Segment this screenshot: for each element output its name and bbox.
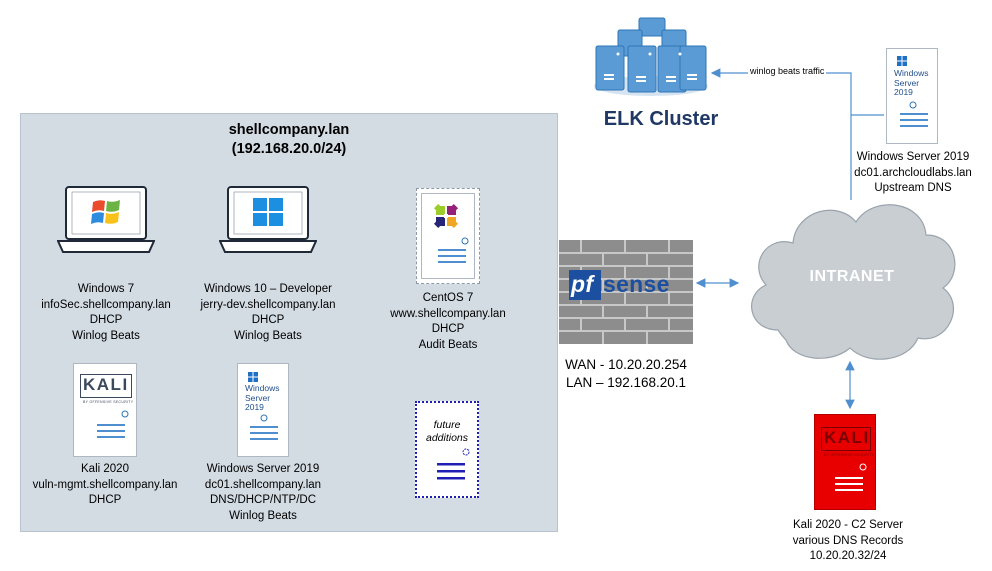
kali-internal-server-icon: KALI BY OFFENSIVE SECURITY: [73, 363, 137, 457]
vent-lines-icon: [438, 249, 466, 263]
centos-server-icon: [416, 188, 480, 284]
status-led-icon: [462, 448, 470, 456]
intranet-label: INTRANET: [809, 268, 895, 285]
vent-lines-icon: [835, 477, 863, 491]
pfsense-logo-prefix: pf: [571, 271, 594, 297]
kali-logo-box: [821, 427, 871, 451]
centos-logo-icon: [433, 203, 459, 229]
winlog-traffic-label: winlog beats traffic: [748, 66, 827, 76]
kali-logo-box: [80, 374, 132, 398]
kali-logo-subtext: BY OFFENSIVE SECURITY: [824, 453, 875, 457]
status-led-icon: [859, 463, 867, 471]
kali-logo-text: KALI: [824, 428, 870, 447]
vent-lines-icon: [97, 424, 125, 438]
laptop-win7-icon: [57, 186, 155, 253]
vent-lines-icon: [900, 113, 928, 127]
lan-subnet-title: (192.168.20.0/24): [231, 141, 347, 157]
pfsense-logo-word: sense: [603, 271, 670, 297]
kali-logo-subtext: BY OFFENSIVE SECURITY: [83, 400, 134, 404]
status-led-icon: [461, 237, 469, 245]
windows7-logo-icon: [91, 200, 120, 224]
elk-cluster-icon: [594, 17, 708, 96]
status-led-icon: [121, 410, 129, 418]
lan-domain-title: shellcompany.lan: [228, 122, 350, 138]
vent-lines-icon: [437, 463, 465, 480]
windows10-logo-icon: [253, 198, 283, 226]
kali-logo-text: KALI: [83, 375, 129, 394]
status-led-icon: [260, 414, 268, 422]
status-led-icon: [909, 101, 917, 109]
firewall-brick-icon: [559, 240, 693, 344]
windows-logo-icon: [248, 372, 258, 382]
elk-cluster-title: ELK Cluster: [603, 108, 719, 130]
firewall-ip-label: WAN - 10.20.20.254 LAN – 192.168.20.1: [565, 357, 687, 390]
windows-logo-icon: [897, 56, 907, 66]
intranet-cloud-icon: [751, 204, 956, 360]
upstream-dns-label: Windows Server 2019 dc01.archcloudlabs.l…: [854, 151, 972, 194]
laptop-win10-icon: [219, 186, 317, 253]
c2-server-icon: KALI BY OFFENSIVE SECURITY: [814, 414, 876, 510]
vent-lines-icon: [250, 426, 278, 440]
